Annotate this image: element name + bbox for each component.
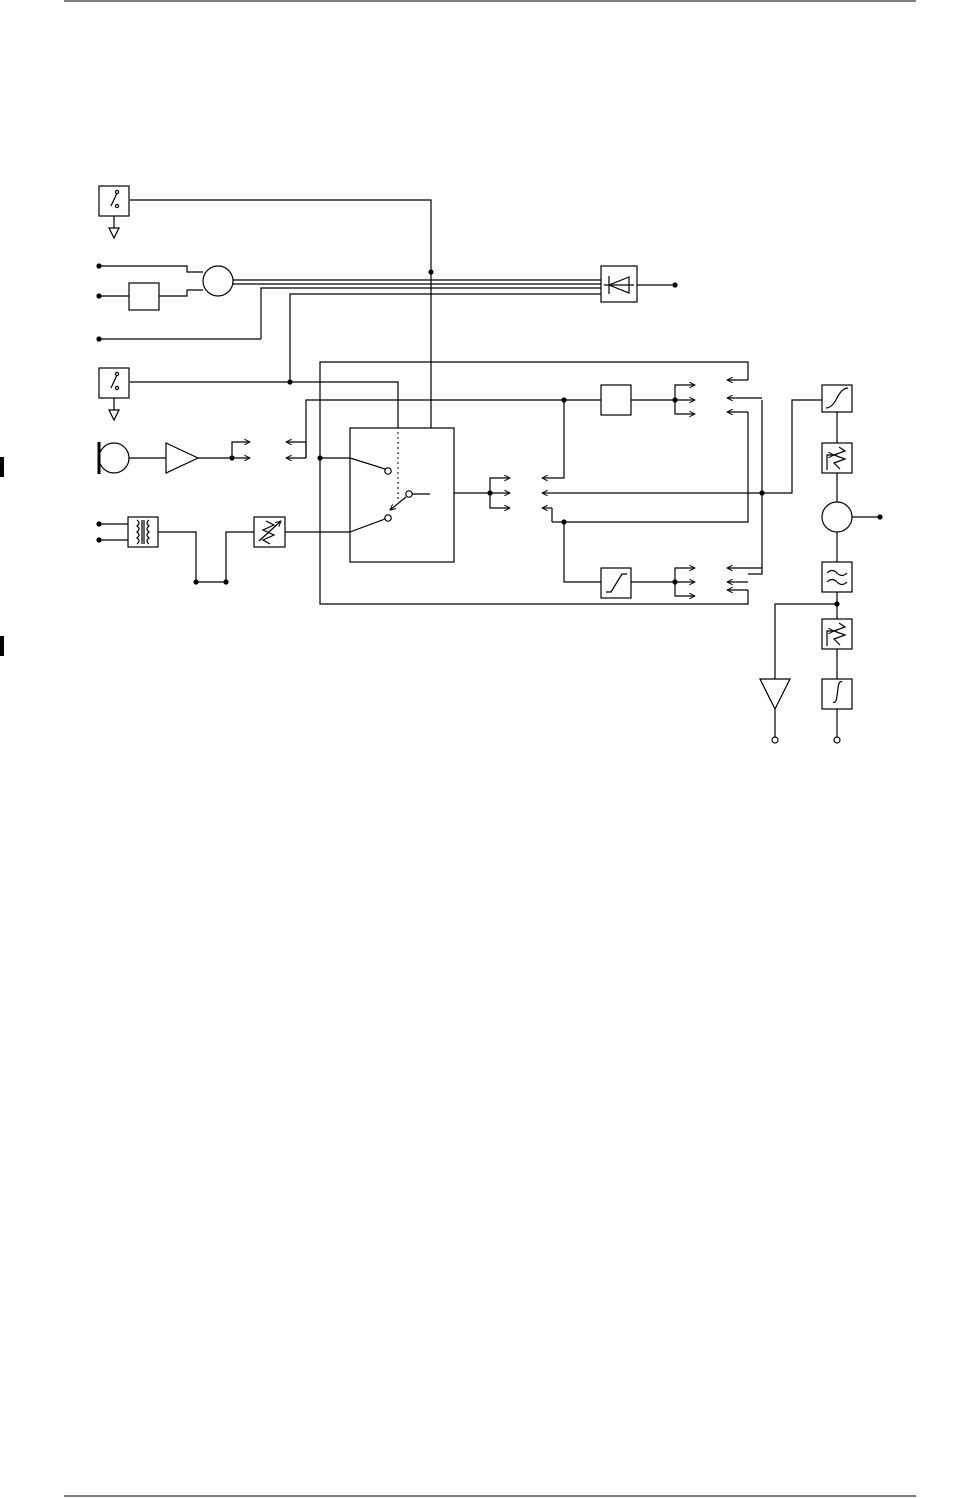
switch-box-icon <box>99 186 129 216</box>
amplifier-triangle-icon <box>760 679 790 709</box>
summing-circle-icon <box>203 266 233 296</box>
signal-splitter-icon <box>232 442 306 458</box>
plain-block-icon <box>601 385 631 415</box>
summing-circle-icon <box>822 502 852 532</box>
signal-splitter-icon <box>476 478 564 522</box>
junction-dots <box>96 263 882 606</box>
ramp-block-icon <box>822 385 852 412</box>
switch-box-icon <box>99 368 129 398</box>
microphone-icon <box>99 442 129 474</box>
ground-arrow-icon <box>109 216 119 238</box>
transformer-icon <box>99 517 158 547</box>
variable-resistor-icon <box>822 443 852 473</box>
rectangle-block-icon <box>129 283 159 310</box>
ramp-block-icon <box>601 568 631 598</box>
variable-resistor-icon <box>822 619 852 649</box>
variable-resistor-icon <box>254 517 285 547</box>
signal-splitter-icon <box>661 380 762 414</box>
integrator-icon <box>822 679 852 709</box>
output-terminal-icon <box>772 737 840 743</box>
bandpass-filter-icon <box>822 562 852 592</box>
changeover-switch-icon <box>350 428 454 562</box>
ground-arrow-icon <box>109 398 119 420</box>
amplifier-triangle-icon <box>166 443 198 473</box>
diode-block-icon <box>601 266 637 302</box>
